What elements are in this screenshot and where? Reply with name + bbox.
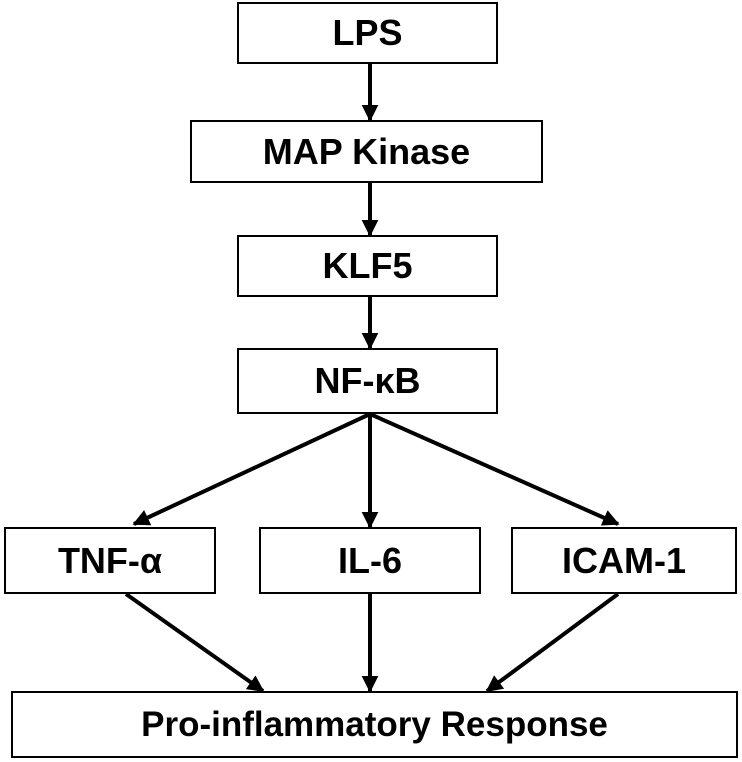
node-lps: LPS: [237, 2, 498, 64]
node-il6: IL-6: [259, 527, 481, 594]
node-tnf-alpha-label: TNF-α: [57, 539, 163, 581]
node-klf5-label: KLF5: [322, 245, 413, 286]
node-klf5: KLF5: [237, 235, 498, 297]
arrow-icam1-to-response: [485, 592, 620, 693]
arrow-tnf-alpha-to-response: [124, 592, 265, 693]
node-nfkb-label: NF-κB: [314, 360, 421, 401]
node-response-label: Pro-inflammatory Response: [141, 704, 608, 744]
arrow-nfkb-to-icam1: [369, 412, 620, 526]
node-icam1-label: ICAM-1: [562, 539, 686, 581]
node-lps-label: LPS: [332, 12, 403, 53]
node-map-kinase: MAP Kinase: [190, 120, 543, 183]
arrow-nfkb-to-tnf-alpha: [132, 412, 371, 526]
node-tnf-alpha: TNF-α: [4, 527, 216, 594]
node-map-kinase-label: MAP Kinase: [262, 130, 471, 172]
node-nfkb: NF-κB: [237, 348, 498, 414]
node-response: Pro-inflammatory Response: [11, 691, 738, 758]
node-il6-label: IL-6: [337, 539, 402, 581]
node-icam1: ICAM-1: [511, 527, 737, 594]
